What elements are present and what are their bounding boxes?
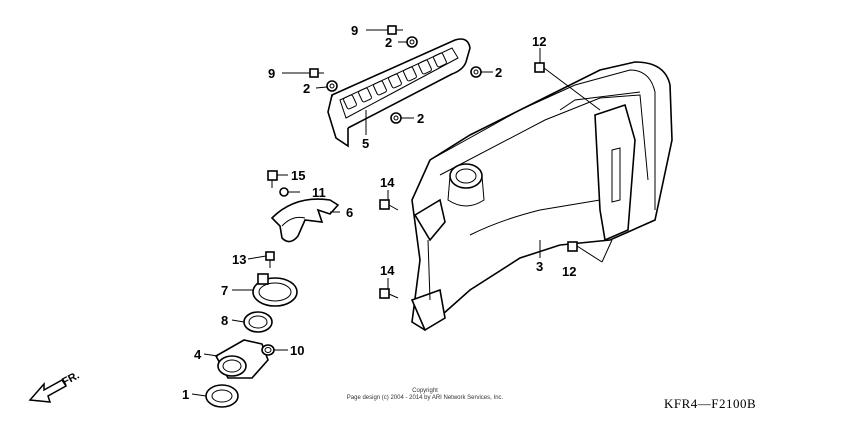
callout-15: 15 bbox=[291, 168, 305, 183]
callout-1: 1 bbox=[182, 387, 189, 402]
callout-2-left: 2 bbox=[303, 81, 310, 96]
bolt-13[interactable] bbox=[265, 251, 275, 268]
washer-11[interactable] bbox=[279, 187, 289, 197]
callout-11: 11 bbox=[312, 185, 326, 200]
callout-9-upper: 9 bbox=[351, 23, 358, 38]
collar-8[interactable] bbox=[243, 311, 273, 333]
rubber-ring-1[interactable] bbox=[205, 384, 239, 408]
bolt-14-upper[interactable] bbox=[379, 199, 399, 211]
nut-2-lower[interactable] bbox=[390, 112, 402, 124]
callout-14-upper: 14 bbox=[380, 175, 395, 190]
bolt-9-upper[interactable] bbox=[387, 25, 403, 35]
callout-4: 4 bbox=[194, 347, 202, 362]
copyright-line-2: Page design (c) 2004 - 2014 by ARI Netwo… bbox=[346, 395, 504, 401]
bolt-14-lower[interactable] bbox=[379, 288, 399, 299]
callout-13: 13 bbox=[232, 252, 246, 267]
connecting-tube-4[interactable] bbox=[214, 339, 269, 379]
callout-12-upper: 12 bbox=[532, 34, 546, 49]
callout-8: 8 bbox=[221, 313, 228, 328]
leader-lines bbox=[191, 29, 613, 397]
front-arrow-icon bbox=[28, 379, 68, 403]
joint-cover-6[interactable] bbox=[270, 198, 340, 243]
bolt-12-upper[interactable] bbox=[534, 62, 545, 73]
callout-5: 5 bbox=[362, 136, 369, 151]
callout-6: 6 bbox=[346, 205, 353, 220]
callout-10: 10 bbox=[290, 343, 304, 358]
nut-2-upper[interactable] bbox=[406, 36, 418, 48]
callout-9-left: 9 bbox=[268, 66, 275, 81]
nut-2-right[interactable] bbox=[470, 66, 482, 78]
callout-2-upper: 2 bbox=[385, 35, 392, 50]
callout-2-right: 2 bbox=[495, 65, 502, 80]
callout-14-lower: 14 bbox=[380, 263, 395, 278]
callout-7: 7 bbox=[221, 283, 228, 298]
callout-3: 3 bbox=[536, 259, 543, 274]
copyright-line-1: Copyright bbox=[412, 388, 438, 394]
air-cleaner-case[interactable] bbox=[410, 61, 673, 332]
bolt-12-lower[interactable] bbox=[567, 241, 578, 252]
heat-shield-plate[interactable] bbox=[327, 38, 471, 148]
o-ring-10[interactable] bbox=[261, 344, 275, 356]
copyright-notice: Copyright Page design (c) 2004 - 2014 by… bbox=[330, 388, 520, 402]
callout-12-lower: 12 bbox=[562, 264, 576, 279]
nut-2-left[interactable] bbox=[326, 80, 338, 92]
clamp-band-7[interactable] bbox=[252, 273, 298, 307]
bolt-9-left[interactable] bbox=[309, 68, 324, 78]
diagram-code: KFR4—F2100B bbox=[664, 396, 757, 411]
callout-2-lower: 2 bbox=[417, 111, 424, 126]
screw-15[interactable] bbox=[267, 170, 278, 188]
